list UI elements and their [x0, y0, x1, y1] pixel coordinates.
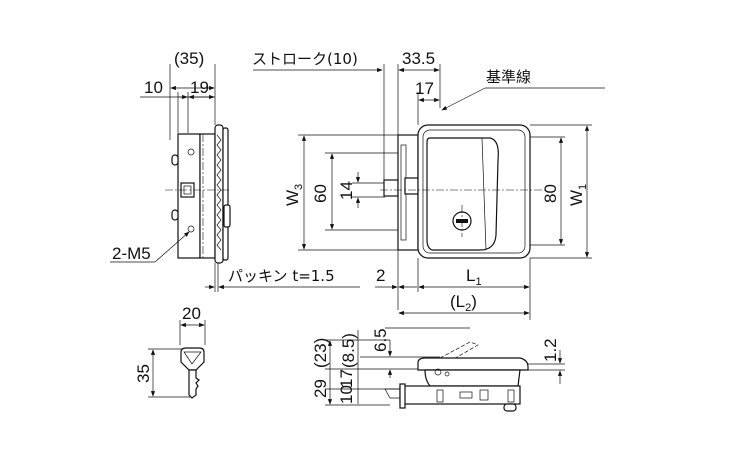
bottom-dim-1-2: 1.2 — [541, 338, 560, 362]
handle-grip — [426, 137, 499, 251]
gasket-label: パッキン t=1.5 — [228, 267, 335, 285]
bottom-dim-10: 10 — [337, 385, 356, 404]
dim-80: 80 — [541, 184, 560, 203]
dim-l2: (L2) — [450, 292, 477, 314]
dim-19: 19 — [190, 78, 209, 97]
dim-w1: W1 — [567, 184, 589, 206]
dim-60: 60 — [311, 184, 330, 203]
dim-14: 14 — [337, 181, 356, 200]
bottom-dim-6-5: 6.5 — [371, 328, 390, 352]
bottom-dim-23: (23) — [311, 338, 330, 368]
bottom-dim-8-5: (8.5) — [339, 333, 358, 368]
dim-l1: L1 — [466, 266, 482, 288]
bottom-view: 29 (23) (8.5) 10 17 6.5 1.2 — [311, 327, 565, 412]
side-view: (35) 10 19 2-M5 パッキン t=1.5 — [110, 49, 360, 292]
thread-label-2-m5: 2-M5 — [112, 244, 151, 263]
key-icon — [180, 347, 205, 371]
dim-10: 10 — [144, 78, 163, 97]
dim-35: (35) — [174, 49, 204, 68]
bottom-dim-29: 29 — [311, 379, 330, 398]
dim-17: 17 — [415, 79, 434, 98]
key-dim-20: 20 — [182, 304, 201, 323]
handle-profile — [417, 357, 529, 371]
stroke-label: ストローク(10) — [252, 50, 358, 68]
key-view: 20 35 — [134, 304, 206, 399]
latch-bolt — [383, 179, 399, 197]
datum-line-label: 基準線 — [486, 68, 531, 86]
dim-2: 2 — [376, 266, 385, 285]
key-dim-35: 35 — [134, 364, 153, 383]
dim-33-5: 33.5 — [402, 49, 435, 68]
bottom-dim-17: 17 — [337, 369, 356, 388]
dim-w3: W3 — [283, 184, 305, 206]
front-view: ストローク(10) 33.5 17 基準線 W3 60 14 — [252, 49, 605, 320]
